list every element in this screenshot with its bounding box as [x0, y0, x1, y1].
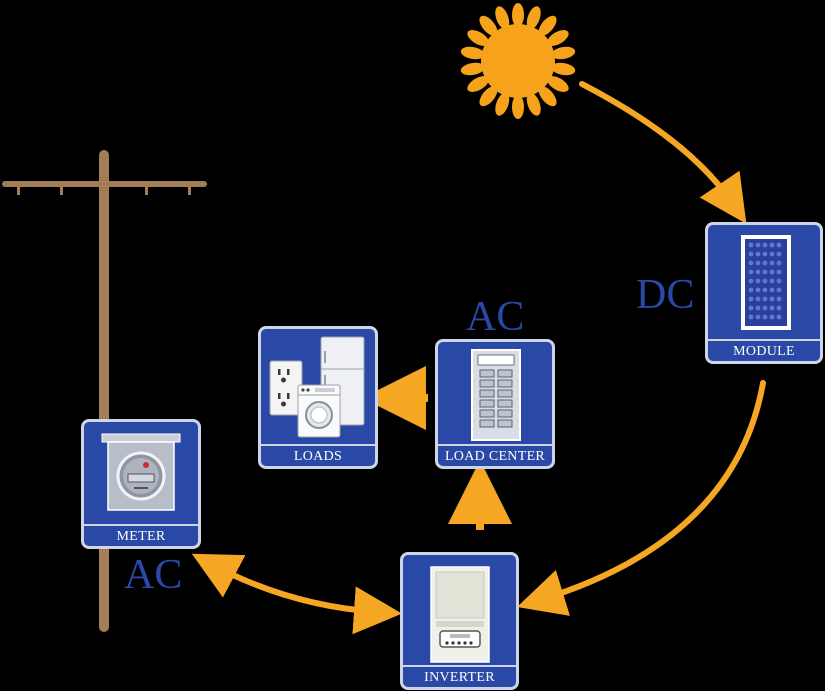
loads-label: LOADS: [261, 444, 375, 466]
breaker-panel-icon: [471, 349, 521, 441]
arrow-sun-to-module: [579, 81, 747, 224]
ac-label-load-center: AC: [466, 294, 525, 340]
module-box: MODULE: [705, 222, 823, 364]
loads-box: LOADS: [258, 326, 378, 469]
module-label: MODULE: [708, 339, 820, 361]
load-center-box: LOAD CENTER: [435, 339, 555, 469]
meter-label: METER: [84, 524, 198, 546]
ac-label-meter: AC: [124, 552, 183, 598]
load-center-label: LOAD CENTER: [438, 444, 552, 466]
inverter-box: INVERTER: [400, 552, 519, 690]
arrow-meter-inverter-bidirectional: [191, 553, 402, 635]
meter-box: METER: [81, 419, 201, 549]
outlet-icon: [269, 360, 303, 416]
dc-label: DC: [636, 272, 695, 318]
sun-icon: [460, 3, 576, 119]
arrow-module-to-inverter: [517, 380, 766, 616]
electric-meter-icon: [101, 433, 181, 511]
washing-machine-icon: [297, 384, 341, 438]
solar-panel-icon: [741, 235, 791, 330]
inverter-label: INVERTER: [403, 665, 516, 687]
appliances-icon: [269, 336, 365, 438]
inverter-icon: [430, 566, 490, 663]
